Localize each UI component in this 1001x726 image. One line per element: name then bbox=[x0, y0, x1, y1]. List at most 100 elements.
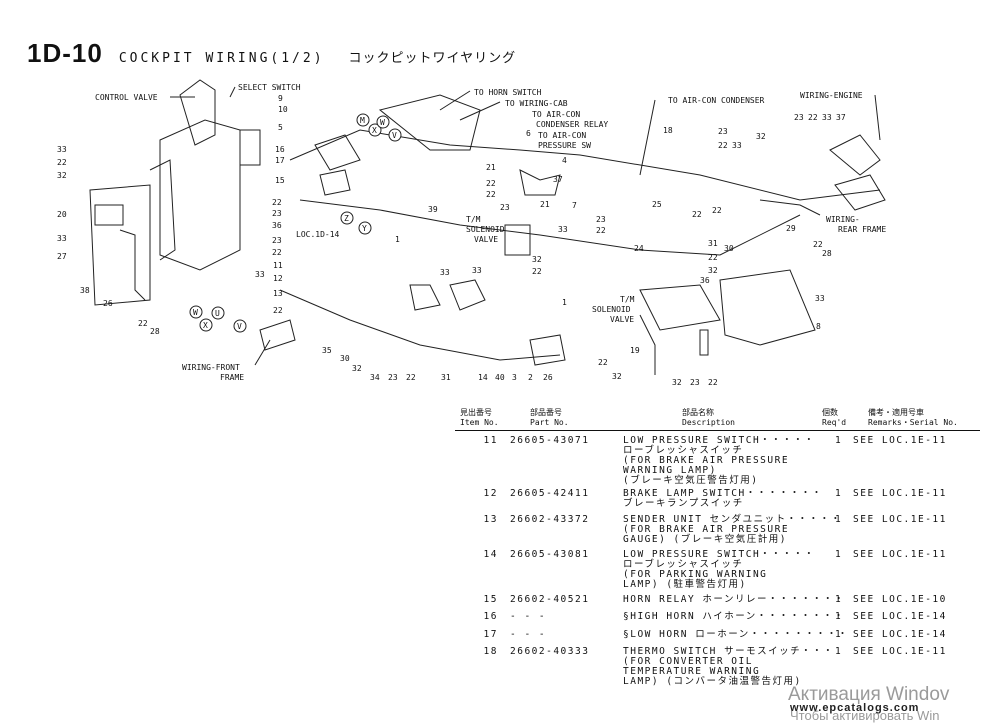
svg-text:33: 33 bbox=[472, 266, 482, 275]
main-harness-bottom bbox=[279, 289, 561, 361]
section-title-jp: コックピットワイヤリング bbox=[348, 51, 517, 66]
switch-26 bbox=[529, 334, 566, 366]
svg-text:7: 7 bbox=[572, 201, 577, 210]
svg-text:38: 38 bbox=[80, 286, 90, 295]
table-rule bbox=[455, 430, 980, 431]
svg-text:Y: Y bbox=[362, 224, 367, 233]
svg-text:5: 5 bbox=[278, 123, 283, 132]
svg-text:39: 39 bbox=[428, 205, 438, 214]
svg-text:30: 30 bbox=[724, 244, 734, 253]
svg-text:22: 22 bbox=[486, 190, 496, 199]
svg-text:X: X bbox=[203, 321, 208, 330]
svg-text:4: 4 bbox=[562, 156, 567, 165]
site-footer[interactable]: www.epcatalogs.com bbox=[790, 702, 920, 714]
svg-text:18: 18 bbox=[663, 126, 673, 135]
main-harness-mid bbox=[299, 199, 801, 256]
svg-text:Z: Z bbox=[344, 214, 349, 223]
engine-connector bbox=[829, 134, 881, 176]
svg-text:22: 22 bbox=[272, 248, 282, 257]
activation-watermark-title: Активация Windov bbox=[788, 684, 950, 705]
rear-frame-connector bbox=[834, 174, 886, 211]
svg-text:1: 1 bbox=[395, 235, 400, 244]
label-aircon-relay-2: CONDENSER RELAY bbox=[536, 120, 608, 129]
label-select-switch: SELECT SWITCH bbox=[238, 83, 301, 92]
svg-text:32: 32 bbox=[672, 378, 682, 387]
svg-text:27: 27 bbox=[57, 252, 67, 261]
svg-text:13: 13 bbox=[273, 289, 283, 298]
svg-text:W: W bbox=[380, 118, 385, 127]
svg-text:22: 22 bbox=[808, 113, 818, 122]
label-front-frame-1: WIRING-FRONT bbox=[182, 363, 240, 372]
label-wiring-rear-2: REAR FRAME bbox=[838, 225, 886, 234]
svg-text:22: 22 bbox=[486, 179, 496, 188]
label-tm2-2: SOLENOID bbox=[592, 305, 631, 314]
svg-text:15: 15 bbox=[275, 176, 285, 185]
svg-text:22: 22 bbox=[813, 240, 823, 249]
svg-text:32: 32 bbox=[352, 364, 362, 373]
label-to-wiring-cab: TO WIRING-CAB bbox=[505, 99, 568, 108]
control-valve-body bbox=[159, 119, 241, 271]
svg-text:31: 31 bbox=[708, 239, 718, 248]
svg-text:14: 14 bbox=[478, 373, 488, 382]
svg-text:6: 6 bbox=[526, 129, 531, 138]
svg-text:19: 19 bbox=[630, 346, 640, 355]
sender-unit-13 bbox=[409, 284, 441, 311]
svg-text:29: 29 bbox=[786, 224, 796, 233]
svg-text:22: 22 bbox=[598, 358, 608, 367]
label-tm-1: T/M bbox=[466, 215, 481, 224]
svg-text:31: 31 bbox=[441, 373, 451, 382]
svg-text:37: 37 bbox=[836, 113, 846, 122]
svg-text:26: 26 bbox=[543, 373, 553, 382]
front-frame-connector bbox=[259, 319, 296, 351]
svg-text:1: 1 bbox=[562, 298, 567, 307]
svg-text:11: 11 bbox=[273, 261, 283, 270]
svg-text:22: 22 bbox=[138, 319, 148, 328]
svg-text:22: 22 bbox=[708, 253, 718, 262]
svg-text:22: 22 bbox=[532, 267, 542, 276]
svg-text:21: 21 bbox=[486, 163, 496, 172]
svg-text:23: 23 bbox=[272, 209, 282, 218]
svg-text:32: 32 bbox=[708, 266, 718, 275]
svg-text:33: 33 bbox=[558, 225, 568, 234]
label-tm2-1: T/M bbox=[620, 295, 635, 304]
tm-solenoid-lower bbox=[639, 284, 721, 331]
switch-33 bbox=[449, 279, 486, 311]
svg-text:33: 33 bbox=[815, 294, 825, 303]
svg-text:22: 22 bbox=[708, 378, 718, 387]
label-wiring-rear-1: WIRING- bbox=[826, 215, 860, 224]
svg-text:20: 20 bbox=[57, 210, 67, 219]
svg-text:25: 25 bbox=[652, 200, 662, 209]
svg-text:M: M bbox=[360, 116, 365, 125]
svg-text:X: X bbox=[372, 126, 377, 135]
section-code: 1D-10 bbox=[27, 38, 103, 68]
svg-text:23: 23 bbox=[272, 236, 282, 245]
svg-text:2: 2 bbox=[528, 373, 533, 382]
svg-text:22: 22 bbox=[273, 306, 283, 315]
label-to-aircon-condenser: TO AIR-CON CONDENSER bbox=[668, 96, 765, 105]
svg-text:36: 36 bbox=[700, 276, 710, 285]
mount-plate bbox=[89, 184, 151, 306]
svg-text:33: 33 bbox=[822, 113, 832, 122]
svg-text:37: 37 bbox=[553, 175, 563, 184]
cab-connector-block bbox=[378, 94, 481, 151]
transmission-block bbox=[719, 269, 816, 346]
label-tm2-3: VALVE bbox=[610, 315, 634, 324]
svg-text:23: 23 bbox=[794, 113, 804, 122]
svg-text:U: U bbox=[215, 309, 220, 318]
horn-15 bbox=[319, 169, 351, 196]
svg-text:28: 28 bbox=[150, 327, 160, 336]
page-header: 1D-10 COCKPIT WIRING(1/2) コックピットワイヤリング bbox=[27, 38, 516, 69]
label-front-frame-2: FRAME bbox=[220, 373, 244, 382]
part-22-bottom bbox=[699, 329, 709, 356]
svg-text:33: 33 bbox=[732, 141, 742, 150]
label-tm-3: VALVE bbox=[474, 235, 498, 244]
svg-text:24: 24 bbox=[634, 244, 644, 253]
svg-text:16: 16 bbox=[275, 145, 285, 154]
svg-text:22: 22 bbox=[272, 198, 282, 207]
section-title-en: COCKPIT WIRING(1/2) bbox=[118, 51, 325, 66]
relay-box-20 bbox=[94, 204, 124, 226]
activation-watermark-subtitle: Чтобы активировать Win bbox=[790, 708, 940, 723]
svg-text:23: 23 bbox=[388, 373, 398, 382]
